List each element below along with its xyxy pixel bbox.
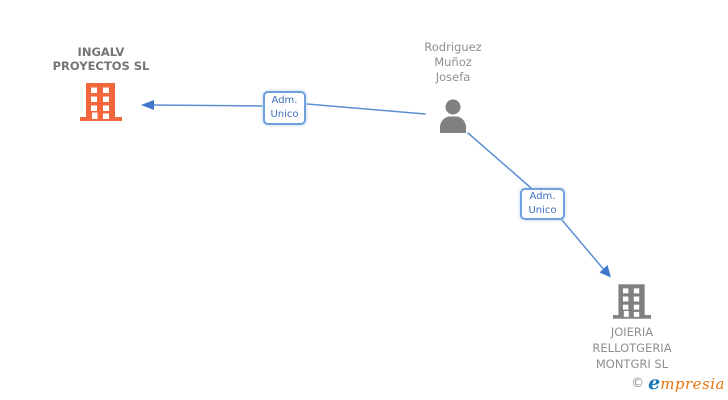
edge-line-person-to-box2 <box>467 132 532 189</box>
node-person-rodriguez-munoz-josefa[interactable]: Rodriguez Muñoz Josefa <box>395 40 511 133</box>
person-icon <box>440 99 466 133</box>
person-name-label: Rodriguez Muñoz Josefa <box>424 40 482 84</box>
edge-label-adm-unico-2: Adm. Unico <box>520 188 565 220</box>
company-name-label: JOIERIA RELLOTGERIA MONTGRI SL <box>592 325 672 371</box>
copyright-icon: © <box>631 376 645 391</box>
edge-line-box2-to-joieria <box>561 219 606 272</box>
edge-label-adm-unico-1: Adm. Unico <box>263 91 306 125</box>
node-company-ingalv-proyectos-sl[interactable]: INGALV PROYECTOS SL <box>28 45 174 121</box>
node-company-joieria-rellotgeria-montgri-sl[interactable]: JOIERIA RELLOTGERIA MONTGRI SL <box>572 284 692 372</box>
company-name-label: INGALV PROYECTOS SL <box>52 45 150 73</box>
empresia-logo-text: mpresia <box>660 375 725 393</box>
building-icon <box>613 284 651 319</box>
building-icon <box>80 83 122 121</box>
arrowhead-downright-icon <box>599 265 611 278</box>
empresia-logo[interactable]: ©empresia <box>631 372 725 394</box>
empresia-logo-e: e <box>648 372 661 394</box>
